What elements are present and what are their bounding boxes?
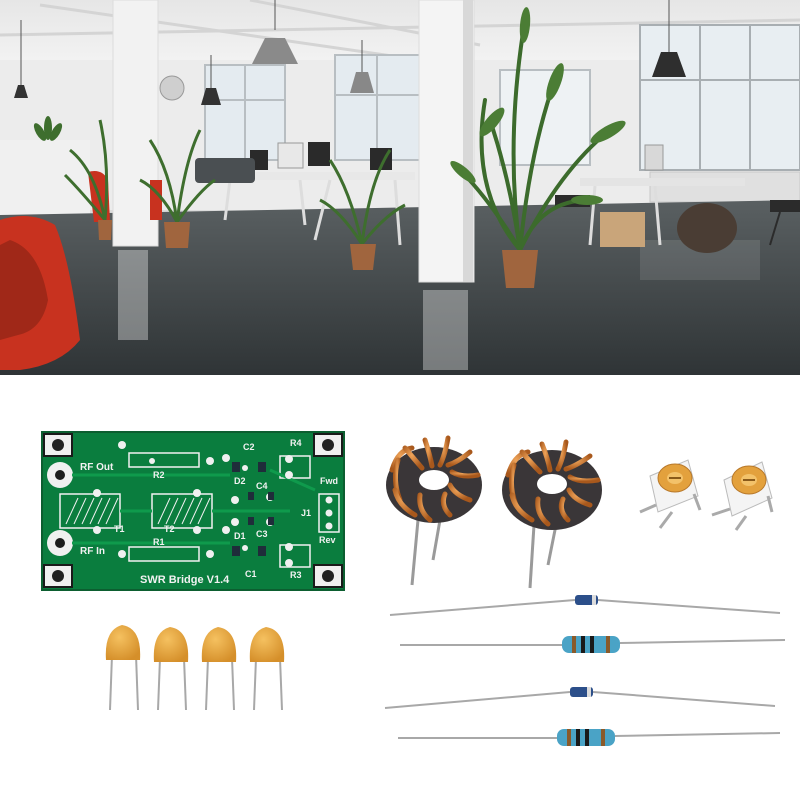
diode-2 xyxy=(384,687,776,709)
swr-bridge-pcb: RF Out RF In Fwd Rev J1 T1 T2 R1 R2 R3 R… xyxy=(41,431,345,591)
capacitor-2 xyxy=(153,627,189,711)
desks xyxy=(195,142,800,253)
capacitor-4 xyxy=(249,627,285,711)
office-photo xyxy=(0,0,800,375)
label-c2: C2 xyxy=(243,442,255,452)
resistor-silk xyxy=(128,452,311,568)
corner-holes xyxy=(52,439,334,582)
smd-footprints xyxy=(232,462,274,556)
capacitor-3 xyxy=(201,627,237,711)
rf-pads xyxy=(47,462,73,556)
toroid-transformers xyxy=(386,435,602,589)
label-rev: Rev xyxy=(319,535,336,545)
label-d1: D1 xyxy=(234,531,246,541)
label-j1: J1 xyxy=(301,508,311,518)
windows xyxy=(204,24,800,171)
toroid-1 xyxy=(386,435,482,586)
toroid-2 xyxy=(502,439,602,589)
resistor-1 xyxy=(400,636,786,653)
diode-1 xyxy=(389,595,781,616)
trimmer-1 xyxy=(639,459,702,529)
label-r4: R4 xyxy=(290,438,302,448)
label-c3: C3 xyxy=(256,529,268,539)
axial-components xyxy=(384,595,786,746)
label-rf-in: RF In xyxy=(80,546,105,557)
trimmer-2 xyxy=(711,461,774,531)
label-r3: R3 xyxy=(290,570,302,580)
label-fwd: Fwd xyxy=(320,476,338,486)
label-rf-out: RF Out xyxy=(80,462,114,473)
label-t2: T2 xyxy=(164,524,175,534)
ceramic-capacitors xyxy=(105,625,285,711)
label-c1: C1 xyxy=(245,569,257,579)
pendant-lamps xyxy=(14,0,686,105)
capacitor-1 xyxy=(105,625,141,711)
label-r1: R1 xyxy=(153,537,165,547)
traces xyxy=(72,468,316,545)
radiator xyxy=(649,171,800,203)
label-d2: D2 xyxy=(234,476,246,486)
trimmer-potentiometers xyxy=(639,459,774,531)
resistor-2 xyxy=(398,729,781,746)
kit-photo: RF Out RF In Fwd Rev J1 T1 T2 R1 R2 R3 R… xyxy=(41,431,786,746)
floor-reflections xyxy=(118,240,760,370)
label-c4: C4 xyxy=(256,481,268,491)
plants xyxy=(33,7,626,288)
label-t1: T1 xyxy=(114,524,125,534)
label-r2: R2 xyxy=(153,470,165,480)
j1-header xyxy=(318,493,340,533)
pcb-title: SWR Bridge V1.4 xyxy=(140,574,230,586)
